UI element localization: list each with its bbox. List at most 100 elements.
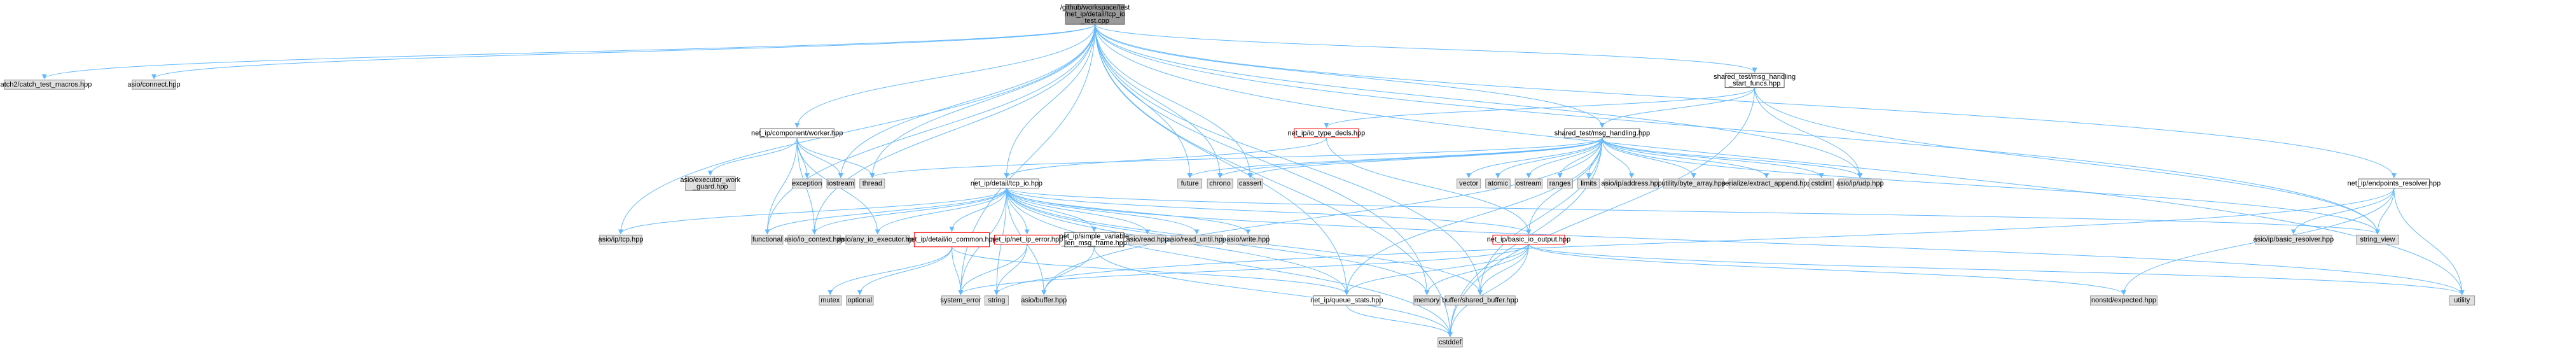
edge-queue_stats-to-cstddef xyxy=(1346,305,1453,337)
node-queue-stats[interactable]: net_ip/queue_stats.hpp xyxy=(1310,295,1383,306)
node-shared-start[interactable]: shared_test/msg_handling_start_funcs.hpp xyxy=(1714,73,1796,88)
node-box xyxy=(1838,178,1882,189)
node-io-common[interactable]: net_ip/detail/io_common.hpp xyxy=(907,232,997,248)
edge-io_type_decls-to-tcp_io xyxy=(1004,137,1327,179)
edge-tcp_io-to-asio_read_until xyxy=(1006,188,1200,235)
node-box xyxy=(826,178,855,189)
node-system-error: system_error xyxy=(940,295,981,306)
node-box xyxy=(1065,4,1125,25)
node-optional: optional xyxy=(846,295,874,306)
node-label: net_ip/net_ip_error.hpp xyxy=(991,236,1063,244)
edge-root-to-shared_msg xyxy=(1095,24,1605,129)
edge-component_worker-to-thread xyxy=(796,137,875,179)
node-label: asio/ip/address.hpp xyxy=(1601,180,1661,187)
node-box xyxy=(1663,178,1724,189)
edge-root-to-io_context xyxy=(812,24,1096,235)
node-box xyxy=(1128,234,1167,245)
node-basic-io-output[interactable]: net_ip/basic_io_output.hpp xyxy=(1487,234,1571,245)
node-any-io-executor: asio/any_io_executor.hpp xyxy=(838,234,917,245)
node-box xyxy=(1547,178,1573,189)
edge-io_common-to-system_error xyxy=(952,246,964,295)
edge-root-to-asio_ip_udp xyxy=(1095,24,1863,179)
node-box xyxy=(1177,178,1203,189)
node-label: asio/write.hpp xyxy=(1226,236,1270,244)
node-io-type-decls[interactable]: net_ip/io_type_decls.hpp xyxy=(1288,128,1366,139)
node-label: memory xyxy=(1415,297,1440,304)
node-box xyxy=(994,234,1060,245)
node-future: future xyxy=(1177,178,1203,189)
node-endpoints-resolver[interactable]: net_ip/endpoints_resolver.hpp xyxy=(2347,178,2441,189)
node-label: /net_ip/detail/tcp_io xyxy=(1065,10,1125,18)
node-box xyxy=(1313,295,1381,306)
edge-component_worker-to-iostream xyxy=(796,137,843,179)
node-label: functional xyxy=(752,236,782,244)
edge-root-to-catch2 xyxy=(41,24,1096,80)
edge-shared_msg-to-asio_ip_udp xyxy=(1602,137,1863,179)
node-component-worker[interactable]: net_ip/component/worker.hpp xyxy=(751,128,843,139)
node-label: buffer/shared_buffer.hpp xyxy=(1442,297,1518,304)
edge-root-to-queue_stats xyxy=(1095,24,1350,295)
edge-shared_start-to-asio_ip_udp xyxy=(1754,87,1863,179)
node-box xyxy=(1724,73,1785,88)
node-tcp-io[interactable]: net_ip/detail/tcp_io.hpp xyxy=(971,178,1042,189)
node-label: _guard.hpp xyxy=(692,183,728,191)
node-asio-ip-udp: asio/ip/udp.hpp xyxy=(1836,178,1884,189)
edge-net_ip_error-to-system_error xyxy=(958,244,1028,295)
node-label: string_view xyxy=(2360,236,2395,244)
edge-shared_msg-to-extract_append xyxy=(1602,137,1769,179)
node-net-ip-error[interactable]: net_ip/net_ip_error.hpp xyxy=(991,234,1063,245)
node-utility: utility xyxy=(2449,295,2476,306)
node-label: shared_test/msg_handling.hpp xyxy=(1555,129,1650,137)
node-box xyxy=(1413,295,1441,306)
edge-shared_msg-to-cstdint xyxy=(1602,137,1824,179)
node-box xyxy=(845,234,910,245)
node-mutex: mutex xyxy=(819,295,842,306)
node-label: utility xyxy=(2454,297,2470,304)
edge-shared_msg-to-asio_buffer xyxy=(1041,137,1603,295)
node-label: asio/ip/tcp.hpp xyxy=(599,236,644,244)
edge-root-to-functional xyxy=(765,24,1096,235)
node-label: asio/ip/basic_resolver.hpp xyxy=(2254,236,2334,244)
node-cassert: cassert xyxy=(1237,178,1263,189)
edge-root-to-memory xyxy=(1095,24,1430,295)
node-asio-buffer: asio/buffer.hpp xyxy=(1021,295,1067,306)
edge-component_worker-to-functional xyxy=(765,137,798,235)
node-box xyxy=(2089,295,2157,306)
node-box xyxy=(759,128,834,139)
node-label: string xyxy=(988,297,1005,304)
edge-root-to-string_view xyxy=(1095,24,2380,235)
node-box xyxy=(2449,295,2476,306)
node-box xyxy=(913,232,990,248)
node-asio-ip-address: asio/ip/address.hpp xyxy=(1601,178,1662,189)
node-root[interactable]: /github/workspace/test/net_ip/detail/tcp… xyxy=(1060,4,1130,25)
node-label: catch2/catch_test_macros.hpp xyxy=(0,81,92,88)
node-label: ostream xyxy=(1516,180,1542,187)
node-iostream: iostream xyxy=(826,178,855,189)
node-shared-msg[interactable]: shared_test/msg_handling.hpp xyxy=(1555,128,1650,139)
node-simple-variable[interactable]: net_ip/simple_variable_len_msg_frame.hpp xyxy=(1060,232,1129,248)
node-box xyxy=(1170,234,1223,245)
node-box xyxy=(599,234,642,245)
node-label: mutex xyxy=(821,297,840,304)
edge-tcp_io-to-any_io_executor xyxy=(875,188,1007,235)
edge-root-to-utility xyxy=(1095,24,2465,295)
edge-basic_io_output-to-system_error xyxy=(958,244,1529,295)
node-box xyxy=(819,295,842,306)
node-label: shared_test/msg_handling xyxy=(1714,73,1796,81)
edge-tcp_io-to-net_ip_error xyxy=(1006,188,1030,235)
node-shared-buffer: buffer/shared_buffer.hpp xyxy=(1442,295,1518,306)
edge-tcp_io-to-asio_read xyxy=(1006,188,1150,235)
node-label: _len_msg_frame.hpp xyxy=(1061,239,1127,247)
edge-root-to-thread xyxy=(869,24,1096,179)
nodes-layer: /github/workspace/test/net_ip/detail/tcp… xyxy=(0,4,2476,348)
edge-root-to-asio_ip_tcp xyxy=(618,24,1096,235)
node-box xyxy=(974,178,1039,189)
edge-root-to-component_worker xyxy=(794,24,1096,129)
edge-shared_start-to-shared_msg xyxy=(1600,87,1755,129)
node-box xyxy=(2254,234,2332,245)
node-label: vector xyxy=(1459,180,1478,187)
node-ranges: ranges xyxy=(1547,178,1573,189)
node-vector: vector xyxy=(1457,178,1481,189)
node-label: asio/executor_work xyxy=(680,176,740,184)
